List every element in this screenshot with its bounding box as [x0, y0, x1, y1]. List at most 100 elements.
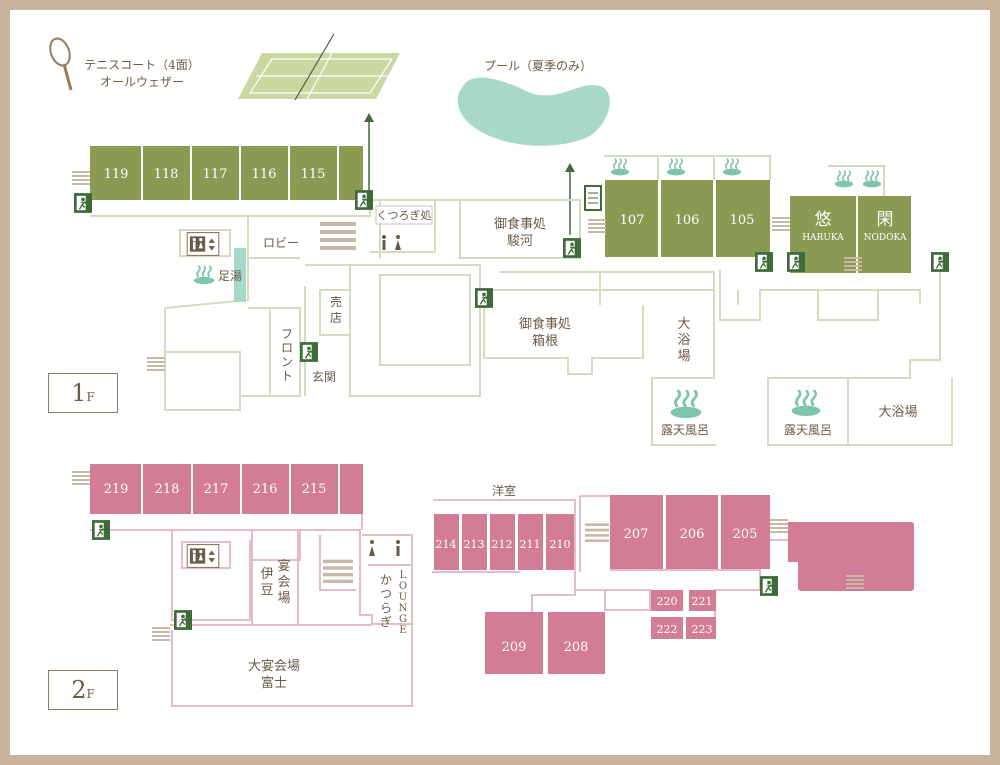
room-208 — [548, 612, 605, 674]
room-211 — [518, 514, 543, 570]
tennis-racket-icon — [49, 37, 73, 91]
emergency-exit-icon — [174, 610, 192, 630]
floor1-icons — [72, 158, 949, 418]
lounge-label: O — [399, 581, 407, 592]
stairs-icon — [152, 627, 170, 641]
hot-spring-icon — [193, 265, 215, 285]
lounge-name: つ — [380, 587, 392, 601]
room-215 — [291, 464, 338, 514]
banquet-name: 豆 — [260, 583, 273, 598]
room-number: 119 — [104, 167, 129, 182]
kutsurogi-label: くつろぎ処 — [377, 208, 432, 222]
room-number: 107 — [620, 213, 645, 228]
stairs-icon — [585, 523, 609, 542]
room-219 — [90, 464, 141, 514]
outdoor-bath-icon — [789, 390, 823, 416]
room-haruka-kanji: 悠 — [815, 210, 832, 230]
room-214 — [434, 514, 459, 570]
banquet-name: 伊 — [260, 567, 273, 582]
emergency-exit-icon — [563, 238, 581, 258]
room-number: 116 — [252, 167, 277, 182]
lounge-name: か — [380, 573, 392, 587]
room-216 — [242, 464, 289, 514]
room-haruka-roman: HARUKA — [802, 233, 844, 243]
footbath — [234, 248, 246, 302]
lounge-label: E — [399, 625, 406, 636]
room-119 — [90, 146, 141, 200]
room-220 — [651, 590, 683, 611]
arrow-up-icon — [364, 113, 374, 122]
bath-label: 場 — [677, 349, 690, 364]
stairs-icon — [323, 559, 353, 583]
stairs-icon — [147, 357, 165, 371]
footbath-label: 足湯 — [218, 269, 242, 283]
emergency-exit-icon — [755, 252, 773, 272]
room-number: 208 — [564, 640, 589, 655]
restroom-icon — [186, 544, 220, 568]
room-number: 117 — [203, 167, 228, 182]
emergency-exit-icon — [931, 252, 949, 272]
tennis-court — [238, 33, 400, 101]
pool — [457, 77, 610, 146]
room-number: 213 — [464, 538, 485, 551]
room-number: 211 — [520, 538, 541, 551]
room-number: 212 — [492, 538, 513, 551]
grand-banquet-label: 大宴会場 — [248, 658, 300, 674]
room-number: 222 — [657, 623, 678, 636]
room-number: 219 — [104, 482, 129, 497]
room-number: 218 — [155, 482, 180, 497]
room-number: 209 — [502, 640, 527, 655]
room-222 — [651, 617, 683, 639]
restroom-icon — [186, 232, 220, 256]
emergency-exit-icon — [92, 520, 110, 540]
tennis-surface-label: オールウェザー — [100, 75, 184, 89]
front-label: フ — [281, 327, 293, 341]
emergency-exit-icon — [475, 288, 493, 308]
room-number: 214 — [436, 538, 457, 551]
room-number: 215 — [302, 482, 327, 497]
restroom-icon — [369, 540, 400, 556]
outdoor-bath-label: 露天風呂 — [661, 423, 709, 437]
room-number: 115 — [301, 167, 326, 182]
bath-label: 浴 — [677, 333, 690, 348]
room-115 — [290, 146, 337, 200]
outdoor-bath-icon — [668, 390, 704, 418]
room-205 — [721, 495, 770, 569]
floor-1-badge: 1F — [48, 373, 118, 413]
stairs-icon — [770, 519, 788, 533]
room-nodoka-kanji: 閑 — [877, 210, 894, 230]
room-number: 210 — [550, 538, 571, 551]
restroom-icon — [382, 235, 401, 250]
floor2-labels: 宴 会 場 伊 豆 か つ ら ぎ L O U N G E 大宴会場 富士 — [248, 558, 408, 691]
room-number: 205 — [733, 527, 758, 542]
room-214b — [340, 464, 363, 514]
room-213 — [462, 514, 487, 570]
lounge-name: ぎ — [380, 615, 392, 629]
room-217 — [193, 464, 240, 514]
emergency-exit-icon — [300, 342, 318, 362]
floor2-icons — [72, 471, 864, 641]
lobby-label: ロビー — [263, 236, 299, 250]
bath-label: 大浴場 — [878, 405, 917, 420]
room-number: 223 — [692, 623, 713, 636]
shop-label: 店 — [330, 311, 342, 325]
elevator-icon — [584, 185, 602, 211]
room-nodoka — [858, 196, 911, 273]
floor-2-badge: 2F — [48, 670, 118, 710]
room-218 — [143, 464, 191, 514]
stairs-icon — [772, 217, 790, 231]
emergency-exit-icon — [787, 252, 805, 272]
floor2-walls — [90, 495, 790, 707]
room-number: 220 — [657, 595, 678, 608]
room-number: 105 — [730, 213, 755, 228]
room-special-b — [798, 522, 914, 591]
room-210 — [546, 514, 574, 570]
room-106 — [661, 180, 713, 257]
lounge-label: U — [399, 592, 407, 603]
front-label: ロ — [281, 341, 293, 355]
suruga-name: 駿河 — [507, 234, 533, 249]
lounge-label: N — [399, 603, 408, 614]
room-206 — [666, 495, 718, 569]
hot-spring-icon — [666, 158, 686, 176]
